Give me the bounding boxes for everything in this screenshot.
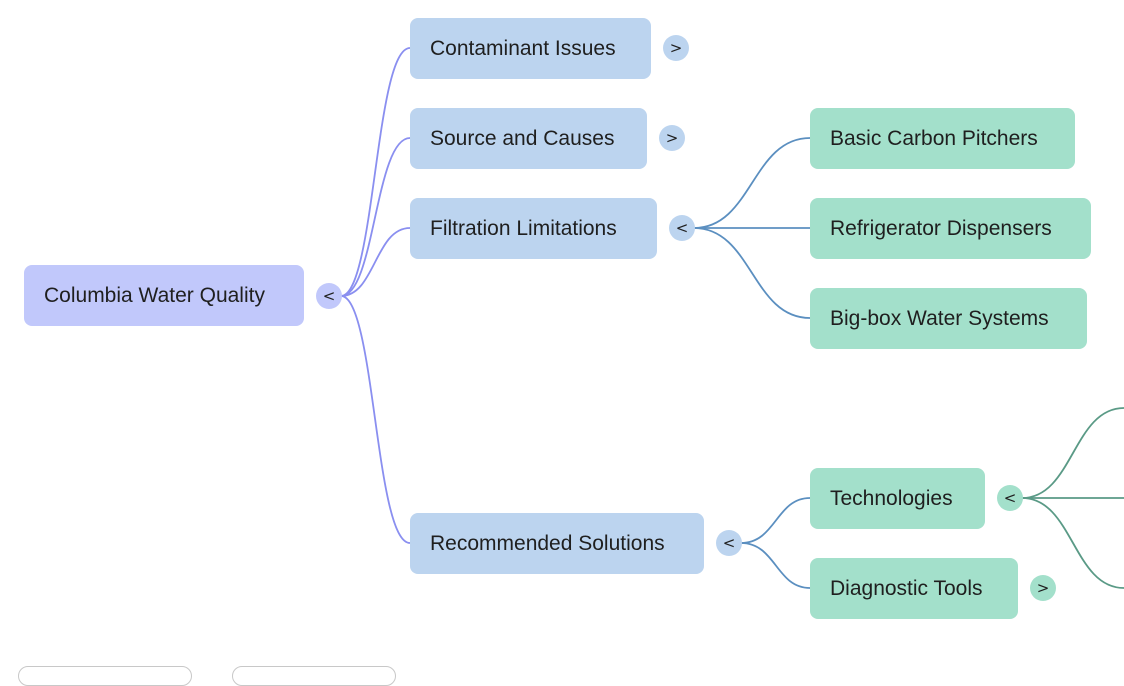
toggle-technologies[interactable]: <: [997, 485, 1023, 511]
link-root-filtration: [340, 227, 411, 297]
toggle-recommended-solutions[interactable]: <: [716, 530, 742, 556]
link-technologies-child-3: [1021, 497, 1124, 589]
node-big-box-water-systems[interactable]: Big-box Water Systems: [810, 288, 1087, 349]
node-basic-carbon-pitchers-label: Basic Carbon Pitchers: [830, 126, 1038, 150]
node-diagnostic-tools[interactable]: Diagnostic Tools: [810, 558, 1018, 619]
node-recommended-solutions-label: Recommended Solutions: [430, 531, 665, 555]
link-filtration-bigbox: [693, 227, 811, 319]
node-technologies[interactable]: Technologies: [810, 468, 985, 529]
link-solutions-diagnostic: [740, 542, 811, 589]
node-big-box-water-systems-label: Big-box Water Systems: [830, 306, 1049, 330]
node-filtration-limitations-label: Filtration Limitations: [430, 216, 617, 240]
node-recommended-solutions[interactable]: Recommended Solutions: [410, 513, 704, 574]
link-root-contaminant: [340, 47, 411, 297]
node-technologies-label: Technologies: [830, 486, 953, 510]
node-filtration-limitations[interactable]: Filtration Limitations: [410, 198, 657, 259]
bottom-control-button-left[interactable]: [18, 666, 192, 686]
node-contaminant-issues[interactable]: Contaminant Issues: [410, 18, 651, 79]
node-diagnostic-tools-label: Diagnostic Tools: [830, 576, 983, 600]
bottom-control-button-right[interactable]: [232, 666, 396, 686]
toggle-root[interactable]: <: [316, 283, 342, 309]
link-filtration-carbon: [693, 137, 811, 229]
connector-lines: [340, 47, 1124, 589]
mind-map: Columbia Water Quality < Contaminant Iss…: [18, 18, 1124, 686]
link-solutions-technologies: [740, 497, 811, 544]
node-basic-carbon-pitchers[interactable]: Basic Carbon Pitchers: [810, 108, 1075, 169]
node-root-label: Columbia Water Quality: [44, 283, 265, 307]
node-refrigerator-dispensers[interactable]: Refrigerator Dispensers: [810, 198, 1091, 259]
link-technologies-child-1: [1021, 407, 1124, 499]
toggle-diagnostic-tools[interactable]: >: [1030, 575, 1056, 601]
toggle-contaminant-issues[interactable]: >: [663, 35, 689, 61]
node-source-and-causes[interactable]: Source and Causes: [410, 108, 647, 169]
toggle-source-and-causes[interactable]: >: [659, 125, 685, 151]
toggle-filtration-limitations[interactable]: <: [669, 215, 695, 241]
node-source-and-causes-label: Source and Causes: [430, 126, 615, 150]
node-root[interactable]: Columbia Water Quality: [24, 265, 304, 326]
link-root-source: [340, 137, 411, 297]
node-refrigerator-dispensers-label: Refrigerator Dispensers: [830, 216, 1052, 240]
node-contaminant-issues-label: Contaminant Issues: [430, 36, 616, 60]
link-root-solutions: [340, 295, 411, 544]
